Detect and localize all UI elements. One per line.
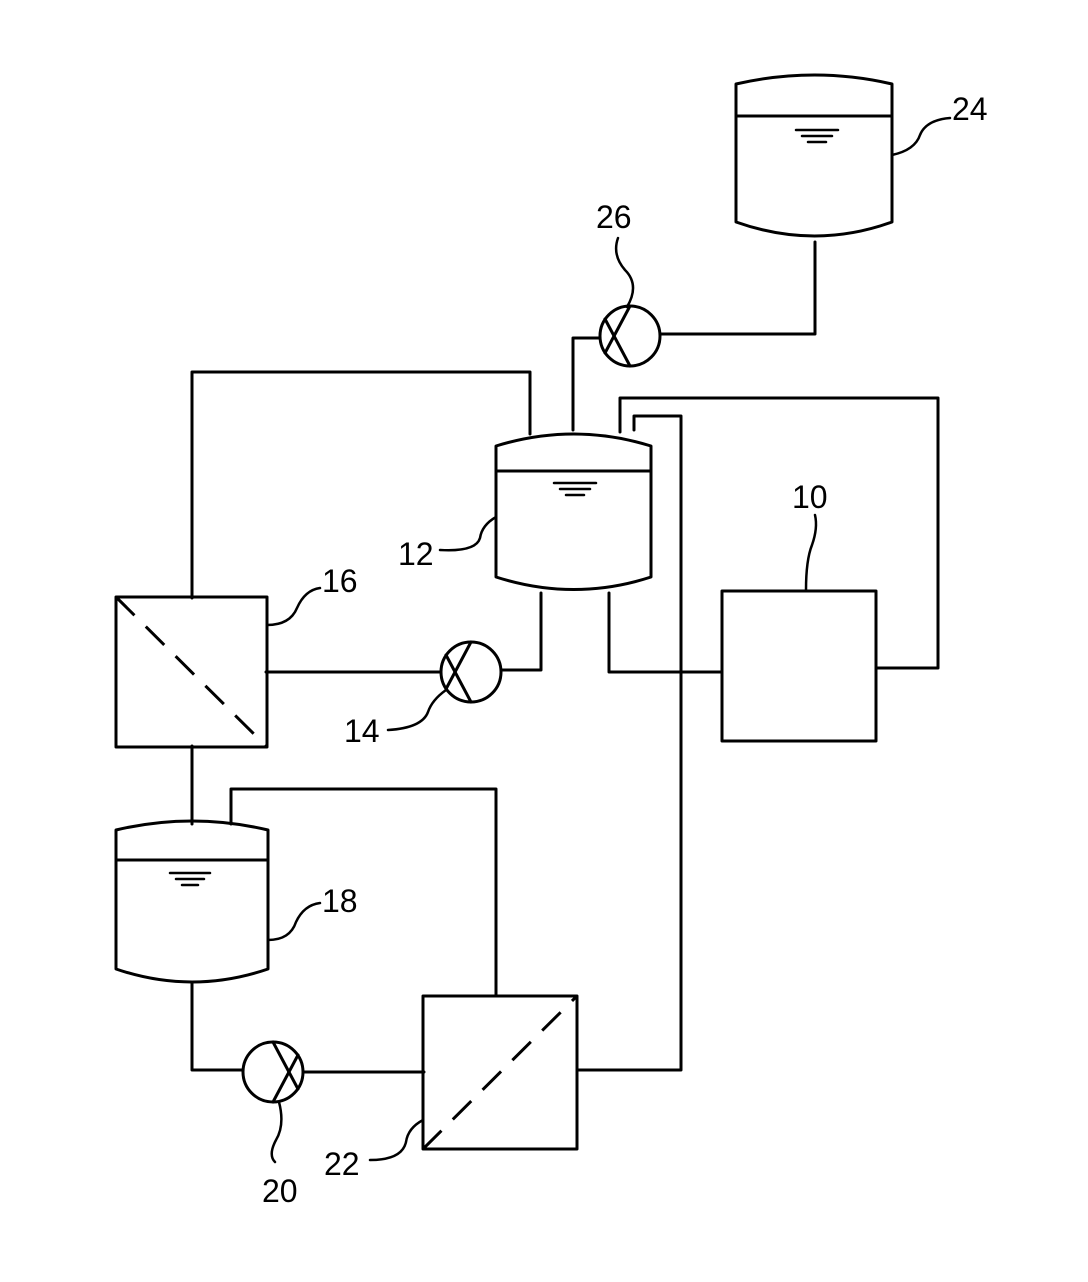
leader-14 [388, 690, 446, 730]
pump-26 [600, 306, 660, 366]
pipe-10-return-to-12 [620, 398, 938, 668]
pipes [192, 242, 938, 1072]
pump-20 [243, 1042, 303, 1102]
leader-18 [268, 903, 320, 940]
pipe-pump-26-to-12 [573, 338, 600, 430]
pipe-12-to-10 [609, 593, 722, 672]
tank-18 [116, 821, 268, 982]
pipe-24-to-pump-26 [660, 242, 815, 334]
unit-10 [722, 591, 876, 741]
tank-12 [496, 434, 651, 590]
label-26: 26 [596, 199, 632, 235]
pipe-22-to-12 [577, 416, 681, 1070]
leader-24 [892, 118, 950, 155]
liquid-level-icon [796, 130, 838, 142]
tank-24 [736, 75, 892, 236]
pump-14 [441, 642, 501, 702]
pipe-12-to-16 [192, 372, 530, 598]
pipe-18-to-22-top [231, 789, 496, 996]
filter-22 [423, 996, 577, 1149]
leader-20 [272, 1102, 282, 1162]
pipe-12-to-pump-14 [502, 593, 541, 670]
pipe-18-to-pump-20 [192, 982, 242, 1070]
label-10: 10 [792, 479, 828, 515]
label-22: 22 [324, 1146, 360, 1182]
leader-26 [616, 238, 633, 307]
leader-22 [370, 1120, 423, 1160]
liquid-level-icon [170, 873, 210, 885]
label-20: 20 [262, 1173, 298, 1209]
labels: 24 26 10 12 16 14 18 20 22 [262, 91, 988, 1209]
label-12: 12 [398, 536, 434, 572]
label-24: 24 [952, 91, 988, 127]
filter-16 [116, 597, 267, 747]
liquid-level-icon [554, 483, 596, 495]
label-14: 14 [344, 713, 380, 749]
label-16: 16 [322, 563, 358, 599]
leader-12 [440, 517, 496, 550]
leader-16 [267, 588, 320, 625]
label-18: 18 [322, 883, 358, 919]
leader-10 [806, 515, 816, 590]
